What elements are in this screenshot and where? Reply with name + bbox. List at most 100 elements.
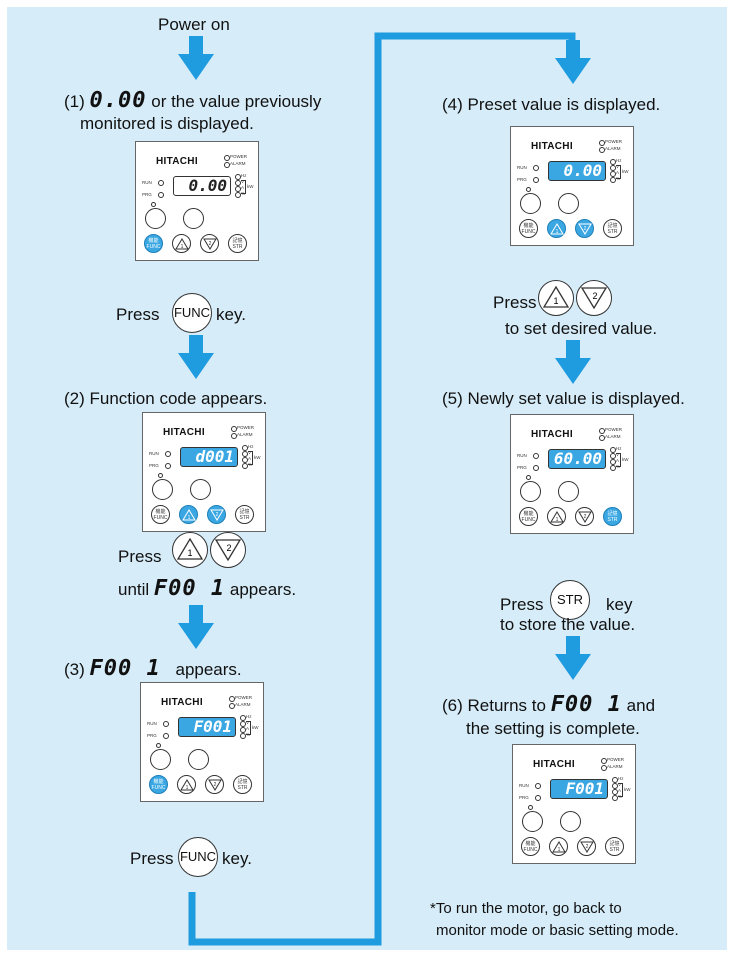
down-key-number: 2	[216, 512, 219, 518]
kw-bracket	[248, 451, 253, 465]
func-key-jp: 機能	[153, 779, 164, 785]
down-key: 2	[575, 219, 594, 238]
potentiometer-knob	[150, 749, 171, 770]
up-key-number: 1	[188, 515, 191, 521]
up-key: 1	[172, 234, 191, 253]
prg-label: PRG	[517, 177, 527, 182]
pct-led	[235, 192, 241, 198]
v-led	[612, 783, 618, 789]
step4-text: Preset value is displayed.	[467, 95, 661, 114]
v-label: V	[616, 164, 620, 169]
str-key-jp: 記憶	[237, 779, 248, 785]
up-arrow-icon: 1	[175, 238, 189, 250]
power-led	[231, 426, 237, 432]
down-key-symbol-1: 2	[210, 532, 246, 568]
run-label: RUN	[519, 783, 529, 788]
hz-led	[240, 715, 246, 721]
v-label: V	[618, 782, 622, 787]
a-label: A	[616, 458, 620, 463]
down-key: 2	[205, 775, 224, 794]
down-arrow-icon: 2	[578, 223, 592, 235]
func-key-en: FUNC	[523, 847, 538, 853]
prg-led	[533, 465, 539, 471]
power-label: POWER	[607, 757, 625, 762]
alarm-label: ALARM	[605, 146, 621, 151]
up-arrow-icon: 1	[182, 509, 196, 521]
run-key-circle	[558, 193, 579, 214]
step2-press: Press	[118, 547, 162, 566]
step6-seg-code: F00 1	[550, 692, 622, 717]
up-key-number: 1	[186, 785, 189, 791]
power-on-label: Power on	[158, 15, 230, 34]
up-key: 1	[547, 219, 566, 238]
down-key: 2	[577, 837, 596, 856]
v-label: V	[248, 450, 252, 455]
hz-led	[235, 174, 241, 180]
step1-instruction: Press	[116, 304, 159, 325]
down-triangle-icon: 2	[580, 287, 607, 310]
a-label: A	[618, 788, 622, 793]
alarm-label: ALARM	[607, 764, 623, 769]
step1-number: (1)	[64, 92, 85, 111]
alarm-label: ALARM	[237, 432, 253, 437]
down-arrow-2	[178, 335, 214, 379]
power-led	[224, 155, 230, 161]
prg-label: PRG	[147, 733, 157, 738]
func-key-en: FUNC	[153, 515, 168, 521]
down-arrow-icon: 2	[203, 238, 217, 250]
pct-led	[610, 177, 616, 183]
prg-label: PRG	[149, 463, 159, 468]
up-arrow-icon: 1	[550, 511, 564, 523]
down-triangle-icon: 2	[214, 539, 241, 562]
str-key-jp: 記憶	[232, 238, 243, 244]
run-led	[163, 721, 169, 727]
step4-heading: (4) Preset value is displayed.	[442, 94, 660, 115]
up-triangle-icon: 1	[176, 537, 203, 560]
prg-label: PRG	[517, 465, 527, 470]
str-key-jp: 記憶	[607, 223, 618, 229]
brand-logo: HITACHI	[156, 156, 198, 167]
v-led	[610, 165, 616, 171]
seven-segment-display: 60.00	[548, 449, 606, 469]
v-label: V	[616, 452, 620, 457]
a-led	[242, 457, 248, 463]
hz-label: Hz	[246, 714, 252, 719]
brand-logo: HITACHI	[161, 697, 203, 708]
str-key-label: STR	[557, 592, 583, 607]
kw-label: kW	[622, 457, 629, 462]
down-key-number: 2	[584, 514, 587, 520]
alarm-led	[229, 703, 235, 709]
brand-logo: HITACHI	[533, 759, 575, 770]
brand-logo: HITACHI	[531, 141, 573, 152]
seven-segment-display: 0.00	[173, 176, 231, 196]
up-key: 1	[179, 505, 198, 524]
kw-label: kW	[624, 787, 631, 792]
func-key-jp: 機能	[155, 509, 166, 515]
run-led	[533, 165, 539, 171]
str-key-jp: 記憶	[239, 509, 250, 515]
down-key: 2	[575, 507, 594, 526]
str-key-en: STR	[607, 229, 618, 235]
run-key-circle	[190, 479, 211, 500]
kw-bracket	[618, 783, 623, 797]
step2-heading: (2) Function code appears.	[64, 388, 267, 409]
up-arrow-icon: 1	[180, 779, 194, 791]
str-key-en: STR	[237, 785, 248, 791]
func-key-symbol-2: FUNC	[178, 837, 218, 877]
up-key-symbol-1: 1	[172, 532, 208, 568]
kw-bracket	[241, 180, 246, 194]
step4-line2: to set desired value.	[505, 319, 658, 338]
up-triangle-icon: 1	[542, 285, 569, 308]
run-key-circle	[183, 208, 204, 229]
step6-and: and	[626, 696, 656, 715]
step2-text: Function code appears.	[89, 389, 268, 408]
potentiometer-knob	[152, 479, 173, 500]
